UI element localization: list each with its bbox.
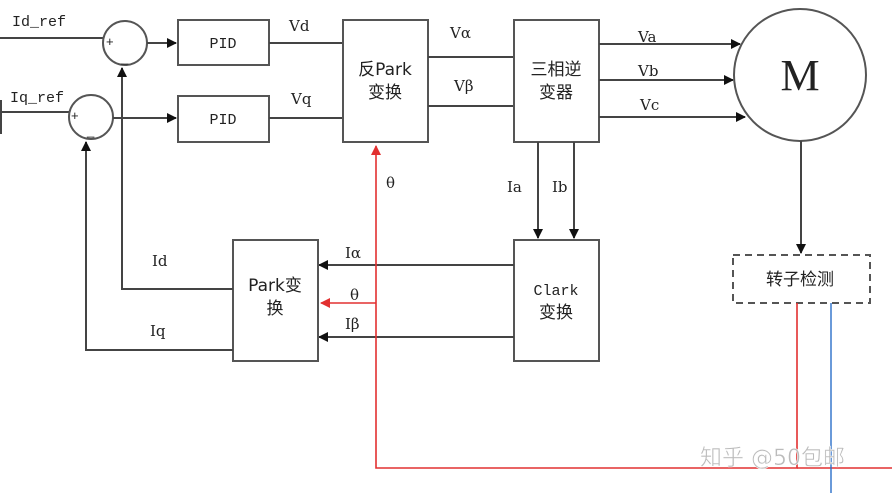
theta-path — [320, 145, 892, 469]
clark-block[interactable]: Clark 变换 — [513, 239, 600, 362]
clark-label-1: Clark — [533, 283, 578, 300]
park-label-2: 换 — [267, 299, 284, 319]
input-id-ref: Id_ref — [0, 14, 103, 39]
inverse-park-label-1: 反Park — [358, 60, 412, 80]
signal-vq: Vq — [290, 90, 312, 108]
rotor-detection-label: 转子检测 — [766, 270, 834, 290]
pid-d-label: PID — [209, 36, 236, 53]
signal-theta-park: θ — [350, 286, 359, 304]
summer-d: + _ — [102, 20, 148, 66]
pid-q-label: PID — [209, 112, 236, 129]
watermark: 知乎 @50包邮 — [700, 446, 845, 471]
inverse-park-label-2: 变换 — [368, 83, 402, 103]
pid-d-block[interactable]: PID — [177, 19, 270, 66]
signal-ialpha: Iα — [345, 244, 361, 262]
pid-q-block[interactable]: PID — [177, 95, 270, 143]
summer-d-plus: + — [106, 34, 114, 49]
summer-q: + _ — [68, 94, 114, 140]
signal-vb: Vb — [637, 62, 658, 80]
motor-label: M — [780, 51, 819, 100]
clark-label-2: 变换 — [539, 303, 573, 323]
signal-ibeta: Iβ — [345, 315, 360, 333]
signal-ib: Ib — [552, 178, 568, 196]
summer-d-minus: _ — [120, 50, 129, 65]
rotor-detection-block[interactable]: 转子检测 — [732, 254, 871, 304]
signal-theta-inverse-park: θ — [386, 174, 395, 192]
summer-q-plus: + — [71, 108, 79, 123]
signal-id: Id — [152, 252, 168, 270]
inverter-label-2: 变器 — [539, 83, 573, 103]
input-iq-ref: Iq_ref — [0, 90, 69, 134]
summer-q-minus: _ — [86, 123, 95, 138]
signal-valpha: Vα — [449, 24, 471, 42]
signal-vbeta: Vβ — [453, 77, 474, 95]
signal-vc: Vc — [639, 96, 659, 114]
signal-vd: Vd — [288, 17, 310, 35]
park-label-1: Park变 — [248, 276, 302, 296]
signal-iq: Iq — [150, 322, 166, 340]
signal-va: Va — [637, 28, 656, 46]
iq-ref-label: Iq_ref — [10, 90, 64, 107]
signal-ia: Ia — [507, 178, 522, 196]
inverse-park-block[interactable]: 反Park 变换 — [342, 19, 429, 143]
park-block[interactable]: Park变 换 — [232, 239, 319, 362]
id-ref-label: Id_ref — [12, 14, 66, 31]
motor[interactable]: M — [733, 8, 867, 142]
inverter-label-1: 三相逆 — [531, 60, 582, 80]
inverter-block[interactable]: 三相逆 变器 — [513, 19, 600, 143]
